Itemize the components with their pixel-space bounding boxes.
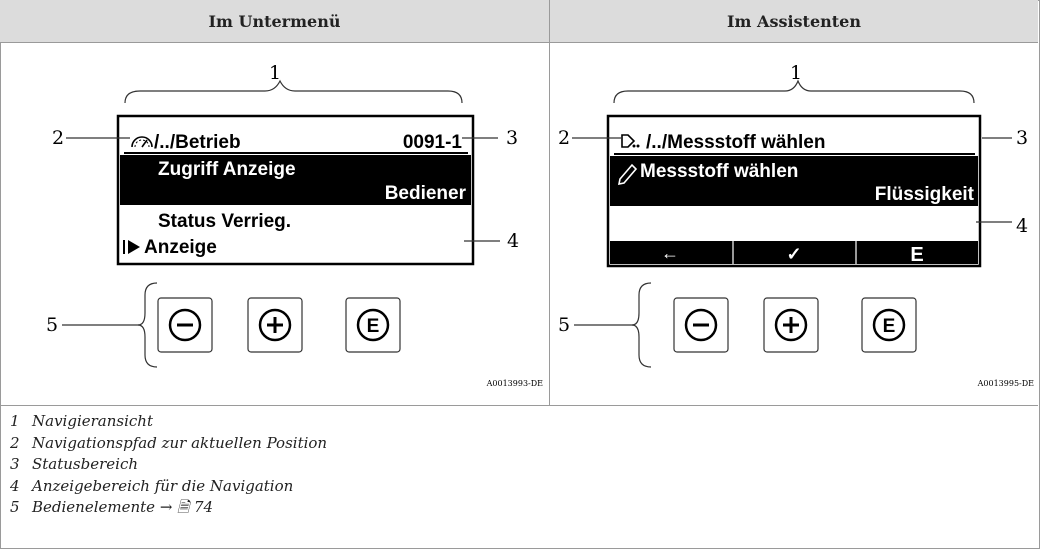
header-untermenue: Im Untermenü [0, 0, 550, 43]
left-item1-value: Bediener [385, 183, 467, 204]
softkey-enter[interactable]: E [910, 244, 923, 266]
callout-4-left: 4 [507, 230, 519, 252]
left-highlight-bar [120, 155, 471, 205]
cursor-arrow-icon [128, 240, 140, 254]
legend: 1 Navigieransicht 2 Navigationspfad zur … [10, 411, 327, 519]
legend-row: 1 Navigieransicht [10, 411, 327, 433]
header-assistenten-label: Im Assistenten [727, 11, 861, 31]
legend-num: 2 [10, 433, 20, 452]
gauge-icon [131, 136, 153, 148]
left-diagram: 1 /../Betrieb 0091-1 Zugriff Anzeige Bed… [46, 62, 544, 388]
callout-2-right: 2 [558, 127, 570, 149]
left-item2-line1: Status Verrieg. [158, 211, 291, 232]
legend-row: 5 Bedienelemente → 🗎 74 [10, 497, 327, 519]
legend-num: 3 [10, 455, 20, 473]
callout-5-right: 5 [558, 314, 570, 336]
legend-row: 2 Navigationspfad zur aktuellen Position [10, 433, 327, 455]
legend-text: Anzeigebereich für die Navigation [32, 476, 294, 495]
wizard-icon [621, 134, 640, 148]
plus-key[interactable] [247, 297, 303, 353]
legend-divider [0, 405, 1038, 406]
brace-5-left [137, 282, 158, 368]
legend-text: Navigationspfad zur aktuellen Position [32, 433, 328, 452]
minus-key[interactable] [157, 297, 213, 353]
enter-key[interactable]: E [345, 297, 401, 353]
softkey-ok[interactable]: ✓ [786, 244, 801, 264]
enter-key-right-label: E [883, 316, 896, 337]
image-code-left: A0013993-DE [486, 379, 544, 388]
left-item2-line2: Anzeige [144, 237, 217, 258]
callout-1-left: 1 [269, 62, 281, 84]
brace-1-right [613, 79, 975, 104]
brace-1-left [124, 79, 463, 104]
callout-5-left: 5 [46, 314, 58, 336]
column-divider [549, 42, 550, 405]
enter-key-label: E [367, 316, 380, 337]
legend-row: 4 Anzeigebereich für die Navigation [10, 476, 327, 498]
callout-3-right: 3 [1016, 127, 1028, 149]
left-status-code: 0091-1 [403, 132, 463, 153]
right-item1-label: Messstoff wählen [640, 161, 798, 182]
right-diagram: 1 /../Messstoff wählen Messstoff wählen … [558, 62, 1035, 388]
pencil-icon [617, 163, 638, 186]
brace-5-right [631, 282, 652, 368]
legend-num: 5 [10, 498, 20, 516]
minus-key-right[interactable] [673, 297, 729, 353]
right-highlight-bar [610, 156, 978, 206]
plus-key-right[interactable] [763, 297, 819, 353]
right-nav-path: /../Messstoff wählen [646, 132, 825, 153]
legend-num: 4 [10, 476, 20, 495]
callout-2-left: 2 [52, 127, 64, 149]
header-assistenten: Im Assistenten [550, 0, 1038, 43]
left-nav-path: /../Betrieb [154, 132, 241, 153]
legend-num: 1 [10, 412, 20, 430]
enter-key-right[interactable]: E [861, 297, 917, 353]
softkey-back[interactable]: ← [661, 243, 679, 263]
legend-text: Statusbereich [32, 455, 139, 473]
softkey-bar [610, 241, 978, 264]
right-item1-value: Flüssigkeit [875, 184, 975, 205]
callout-1-right: 1 [790, 62, 802, 84]
legend-row: 3 Statusbereich [10, 454, 327, 476]
left-item1-label: Zugriff Anzeige [158, 159, 296, 180]
legend-text: Navigieransicht [32, 412, 153, 430]
callout-4-right: 4 [1016, 215, 1028, 237]
header-untermenue-label: Im Untermenü [208, 11, 341, 31]
callout-3-left: 3 [506, 127, 518, 149]
legend-text: Bedienelemente → 🗎 74 [32, 498, 214, 516]
image-code-right: A0013995-DE [977, 379, 1035, 388]
